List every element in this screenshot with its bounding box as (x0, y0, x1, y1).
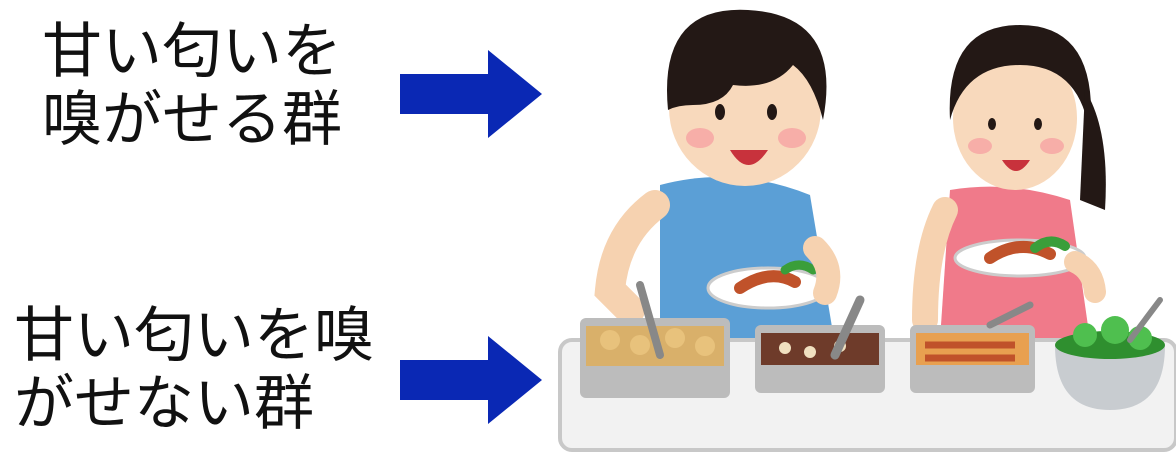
boy-illustration (594, 9, 841, 345)
girl-illustration (912, 25, 1106, 340)
label-smell-group: 甘い匂いを 嗅がせる群 (42, 18, 342, 154)
label-no-smell-group: 甘い匂いを嗅 がせない群 (14, 302, 374, 438)
buffet-illustration (558, 9, 1176, 452)
arrow-right-icon (400, 50, 542, 138)
label-no-smell-line2: がせない群 (14, 369, 314, 439)
arrow-right-icon (400, 336, 542, 424)
label-smell-line2: 嗅がせる群 (42, 85, 342, 155)
label-smell-line1: 甘い匂いを (42, 17, 342, 87)
buffet-counter-illustration (558, 281, 1176, 452)
label-no-smell-line1: 甘い匂いを嗅 (14, 301, 374, 371)
